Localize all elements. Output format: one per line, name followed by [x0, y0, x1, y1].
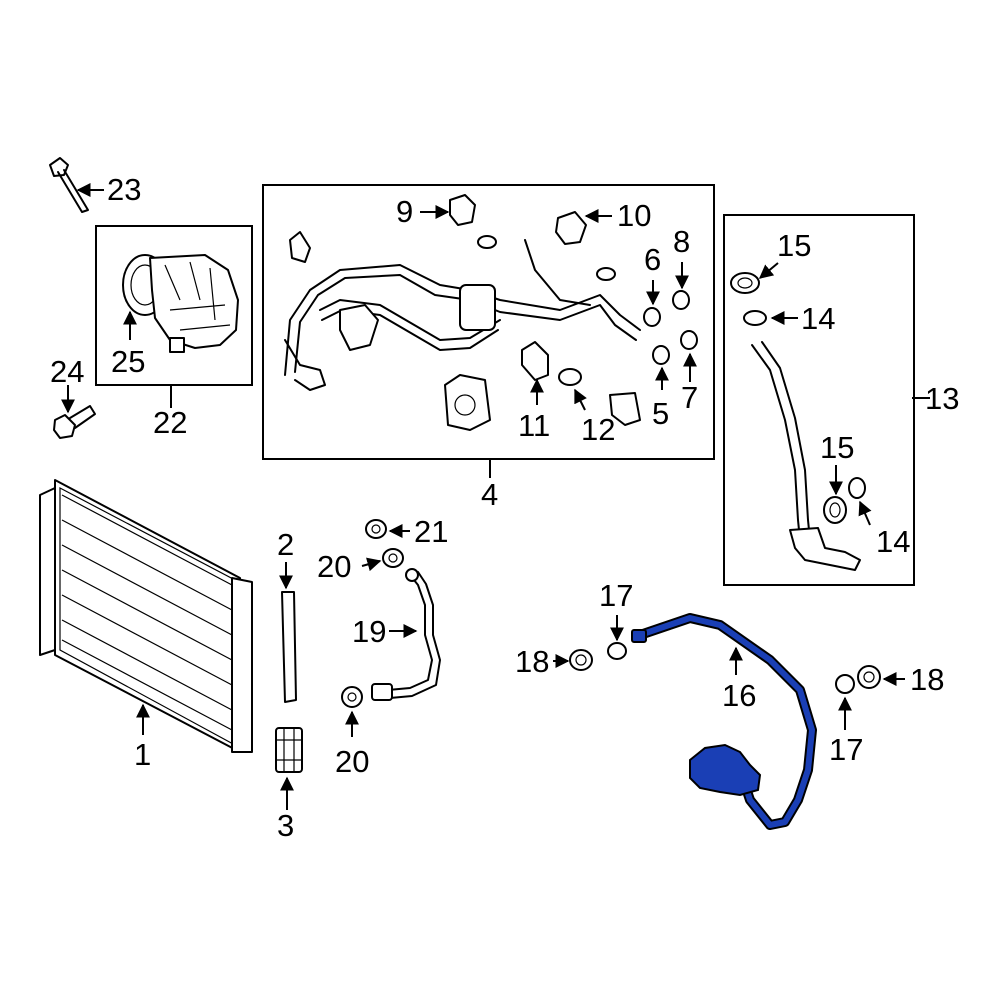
callout-18a[interactable]: 18 [515, 644, 549, 679]
callout-22[interactable]: 22 [153, 405, 187, 440]
callout-17a[interactable]: 17 [599, 578, 633, 613]
o-ring-12[interactable] [558, 368, 582, 386]
bracket-12b[interactable] [609, 392, 641, 426]
compressor-group-box [95, 225, 253, 386]
manifold-group-box [262, 184, 715, 460]
o-ring-6[interactable] [643, 307, 661, 327]
seal-18b[interactable] [857, 665, 881, 689]
seal-15b[interactable] [823, 496, 847, 524]
o-ring-8[interactable] [672, 290, 690, 310]
nut-21[interactable] [365, 519, 387, 539]
callout-6[interactable]: 6 [644, 242, 661, 277]
o-ring-20b[interactable] [341, 686, 363, 708]
ac-line-assembly-4[interactable] [284, 231, 641, 431]
bolt-24[interactable] [53, 405, 96, 439]
callout-21[interactable]: 21 [414, 514, 448, 549]
hose-13-group-box [723, 214, 915, 586]
callout-10[interactable]: 10 [617, 198, 651, 233]
callout-2[interactable]: 2 [277, 527, 294, 562]
callout-13[interactable]: 13 [925, 381, 959, 416]
valve-10[interactable] [555, 211, 587, 245]
hose-16-highlighted[interactable] [631, 613, 817, 830]
o-ring-5[interactable] [652, 345, 670, 365]
hose-19[interactable] [371, 568, 441, 701]
o-ring-17a[interactable] [607, 642, 627, 660]
callout-20b[interactable]: 20 [335, 744, 369, 779]
callout-9[interactable]: 9 [396, 194, 413, 229]
callout-15a[interactable]: 15 [777, 228, 811, 263]
callout-16[interactable]: 16 [722, 678, 756, 713]
callout-3[interactable]: 3 [277, 808, 294, 843]
callout-12[interactable]: 12 [581, 412, 615, 447]
callout-8[interactable]: 8 [673, 224, 690, 259]
callout-14a[interactable]: 14 [801, 301, 835, 336]
o-ring-14a[interactable] [743, 310, 767, 326]
o-ring-17b[interactable] [835, 674, 855, 694]
o-ring-9b[interactable] [477, 235, 497, 249]
callout-1[interactable]: 1 [134, 737, 151, 772]
callout-7[interactable]: 7 [681, 380, 698, 415]
callout-17b[interactable]: 17 [829, 732, 863, 767]
callout-24[interactable]: 24 [50, 354, 84, 389]
callout-15b[interactable]: 15 [820, 430, 854, 465]
o-ring-7[interactable] [680, 330, 698, 350]
callout-18b[interactable]: 18 [910, 662, 944, 697]
drier-3[interactable] [275, 727, 303, 773]
callout-19[interactable]: 19 [352, 614, 386, 649]
o-ring-20a[interactable] [382, 548, 404, 568]
o-ring-10b[interactable] [596, 267, 616, 281]
compressor-25[interactable] [122, 254, 239, 353]
callout-14b[interactable]: 14 [876, 524, 910, 559]
callout-5[interactable]: 5 [652, 396, 669, 431]
condenser-1[interactable] [39, 479, 253, 753]
seal-15a[interactable] [730, 272, 760, 294]
callout-11[interactable]: 11 [518, 408, 550, 443]
callout-23[interactable]: 23 [107, 172, 141, 207]
o-ring-14b[interactable] [848, 477, 866, 499]
seal-strip-2[interactable] [281, 591, 297, 703]
callout-25[interactable]: 25 [111, 344, 145, 379]
hose-13[interactable] [751, 341, 861, 571]
seal-18a[interactable] [569, 649, 593, 671]
bolt-23[interactable] [49, 157, 89, 213]
sensor-11[interactable] [521, 341, 549, 381]
callout-4[interactable]: 4 [481, 477, 498, 512]
pressure-switch-9[interactable] [449, 194, 476, 226]
leader-lines [61, 183, 930, 810]
callout-20a[interactable]: 20 [317, 549, 351, 584]
